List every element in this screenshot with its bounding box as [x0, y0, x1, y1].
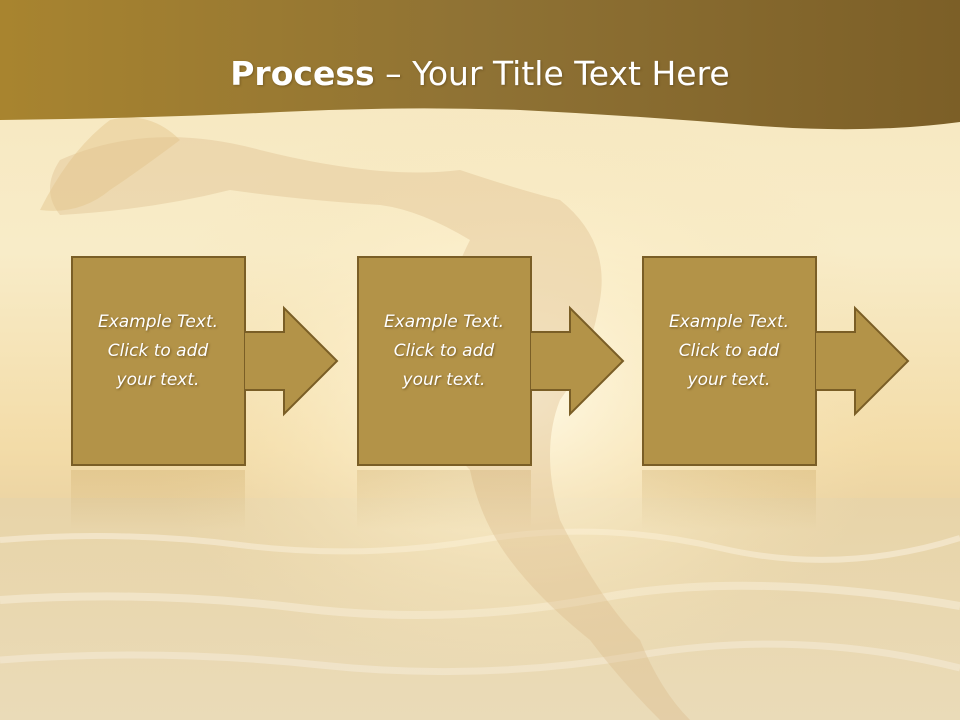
- step-box: [357, 256, 532, 466]
- step-text-line: Example Text.: [668, 312, 790, 332]
- step-text-line: Click to add: [107, 341, 209, 361]
- step-text[interactable]: Example Text. Click to add your text.: [71, 308, 245, 395]
- step-reflection: [357, 470, 531, 530]
- step-text-line: Click to add: [678, 341, 780, 361]
- step-reflection: [71, 470, 245, 530]
- step-text-line: Example Text.: [97, 312, 219, 332]
- step-text[interactable]: Example Text. Click to add your text.: [642, 308, 816, 395]
- step-text-line: Example Text.: [383, 312, 505, 332]
- process-step-1[interactable]: Example Text. Click to add your text.: [71, 256, 363, 466]
- step-box: [71, 256, 246, 466]
- title-bold-text: Process: [230, 54, 375, 93]
- step-text-line: your text.: [116, 370, 200, 390]
- step-text-line: Click to add: [393, 341, 495, 361]
- header-band: [0, 0, 960, 130]
- step-text-line: your text.: [402, 370, 486, 390]
- step-arrow: [245, 305, 339, 417]
- step-text-line: your text.: [687, 370, 771, 390]
- step-arrow: [531, 305, 625, 417]
- step-arrow: [816, 305, 910, 417]
- step-reflection: [642, 470, 816, 530]
- slide-title[interactable]: Process – Your Title Text Here: [0, 52, 960, 96]
- title-regular-text: – Your Title Text Here: [374, 54, 730, 93]
- step-text[interactable]: Example Text. Click to add your text.: [357, 308, 531, 395]
- scarf-shape: [40, 117, 180, 211]
- step-box: [642, 256, 817, 466]
- process-step-2[interactable]: Example Text. Click to add your text.: [357, 256, 649, 466]
- process-step-3[interactable]: Example Text. Click to add your text.: [642, 256, 934, 466]
